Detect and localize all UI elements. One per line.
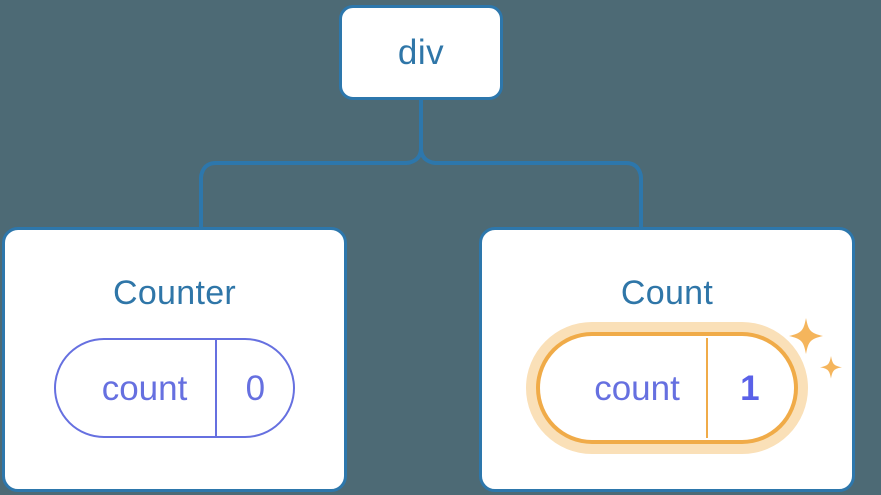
component-card-counter[interactable]: Counter count 0 (2, 227, 347, 492)
component-title: Count (620, 274, 714, 312)
state-pill[interactable]: count 0 (53, 338, 296, 438)
state-pill[interactable]: count 1 (542, 338, 792, 438)
state-pill-wrapper: count 0 (53, 338, 296, 438)
component-card-count[interactable]: Count count 1 (479, 227, 855, 492)
sparkle-decoration (788, 318, 842, 379)
state-value: 0 (245, 368, 266, 408)
sparkle-small-icon (819, 356, 842, 379)
component-title: Counter (112, 274, 237, 312)
root-node-div[interactable]: div (339, 5, 503, 100)
state-key: count (542, 338, 708, 438)
state-key: count (56, 340, 218, 436)
sparkle-large-icon (788, 318, 823, 354)
state-pill-wrapper-highlighted: count 1 (526, 318, 842, 454)
root-node-label: div (397, 32, 445, 72)
